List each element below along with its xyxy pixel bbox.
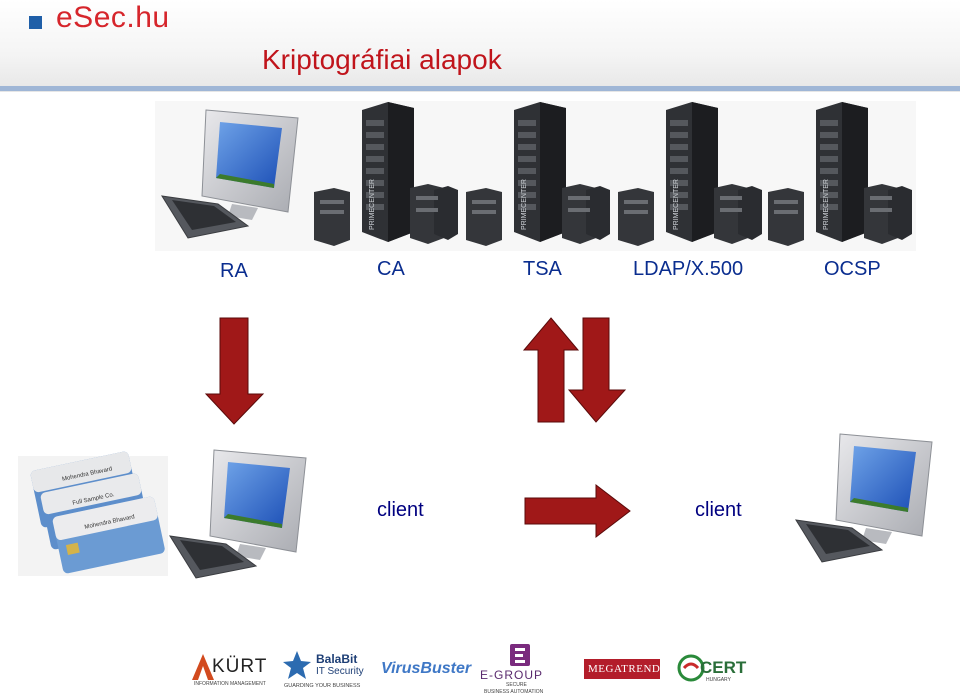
- ocsp-rack-label: PRIMECENTER: [823, 179, 830, 230]
- slide-header: [0, 0, 960, 92]
- kurt-name: KÜRT: [212, 656, 268, 677]
- arrow-down-ldap-icon: [567, 317, 627, 423]
- balabit-tag: GUARDING YOUR BUSINESS: [284, 683, 361, 689]
- megatrend-name: MEGATREND: [588, 663, 661, 675]
- header-divider: [0, 86, 960, 91]
- arrow-right-client-icon: [524, 483, 631, 539]
- label-ra: RA: [220, 260, 248, 282]
- egroup-sub2: BUSINESS AUTOMATION: [484, 689, 544, 695]
- label-ldap: LDAP/X.500: [633, 258, 744, 280]
- ca-server-icon: PRIMECENTER: [314, 102, 458, 246]
- ca-rack-label: PRIMECENTER: [369, 179, 376, 230]
- ldap-rack-label: PRIMECENTER: [673, 179, 680, 230]
- cert-globe-icon: [677, 654, 705, 682]
- client-label-left: client: [377, 499, 424, 521]
- egroup-name: E-GROUP: [480, 668, 544, 682]
- cert-sub: HUNGARY: [706, 677, 731, 683]
- client-label-right: client: [695, 499, 742, 521]
- cert-name: CERT: [700, 658, 747, 677]
- brand-square-icon: [29, 16, 42, 29]
- logo-virusbuster: VirusBuster: [381, 660, 472, 677]
- balabit-name: BalaBit: [316, 652, 358, 666]
- tsa-rack-label: PRIMECENTER: [521, 179, 528, 230]
- logo-kurt: KÜRT INFORMATION MANAGEMENT: [192, 652, 266, 692]
- egroup-sub1: SECURE: [506, 682, 527, 688]
- ra-computer-icon: [161, 109, 299, 239]
- client-right-computer-icon: [795, 433, 933, 563]
- egroup-mark-icon: [510, 644, 530, 666]
- balabit-star-icon: [283, 651, 311, 679]
- ldap-server-icon: PRIMECENTER: [618, 102, 762, 246]
- label-ca: CA: [377, 258, 405, 280]
- arrow-down-ra-icon: [204, 317, 265, 425]
- tsa-server-icon: PRIMECENTER: [466, 102, 610, 246]
- kurt-mark-icon: [192, 654, 214, 680]
- smart-cards-icon: Mohendra Bhavard Full Sample Co. Mohendr…: [18, 451, 168, 576]
- balabit-sub: IT Security: [316, 666, 364, 677]
- logo-megatrend: MEGATREND: [584, 659, 660, 679]
- arrow-up-ldap-icon: [522, 317, 580, 423]
- ocsp-server-icon: PRIMECENTER: [768, 102, 912, 246]
- brand-logo: eSec.hu: [56, 1, 170, 34]
- label-tsa: TSA: [523, 258, 562, 280]
- logo-balabit: BalaBit IT Security GUARDING YOUR BUSINE…: [282, 650, 366, 692]
- label-ocsp: OCSP: [824, 258, 881, 280]
- kurt-sub: INFORMATION MANAGEMENT: [194, 681, 266, 687]
- client-left-computer-icon: [169, 449, 307, 579]
- logo-cert: CERT HUNGARY: [677, 654, 758, 688]
- slide-title: Kriptográfiai alapok: [262, 44, 502, 75]
- logo-egroup: E-GROUP SECURE BUSINESS AUTOMATION: [478, 644, 560, 696]
